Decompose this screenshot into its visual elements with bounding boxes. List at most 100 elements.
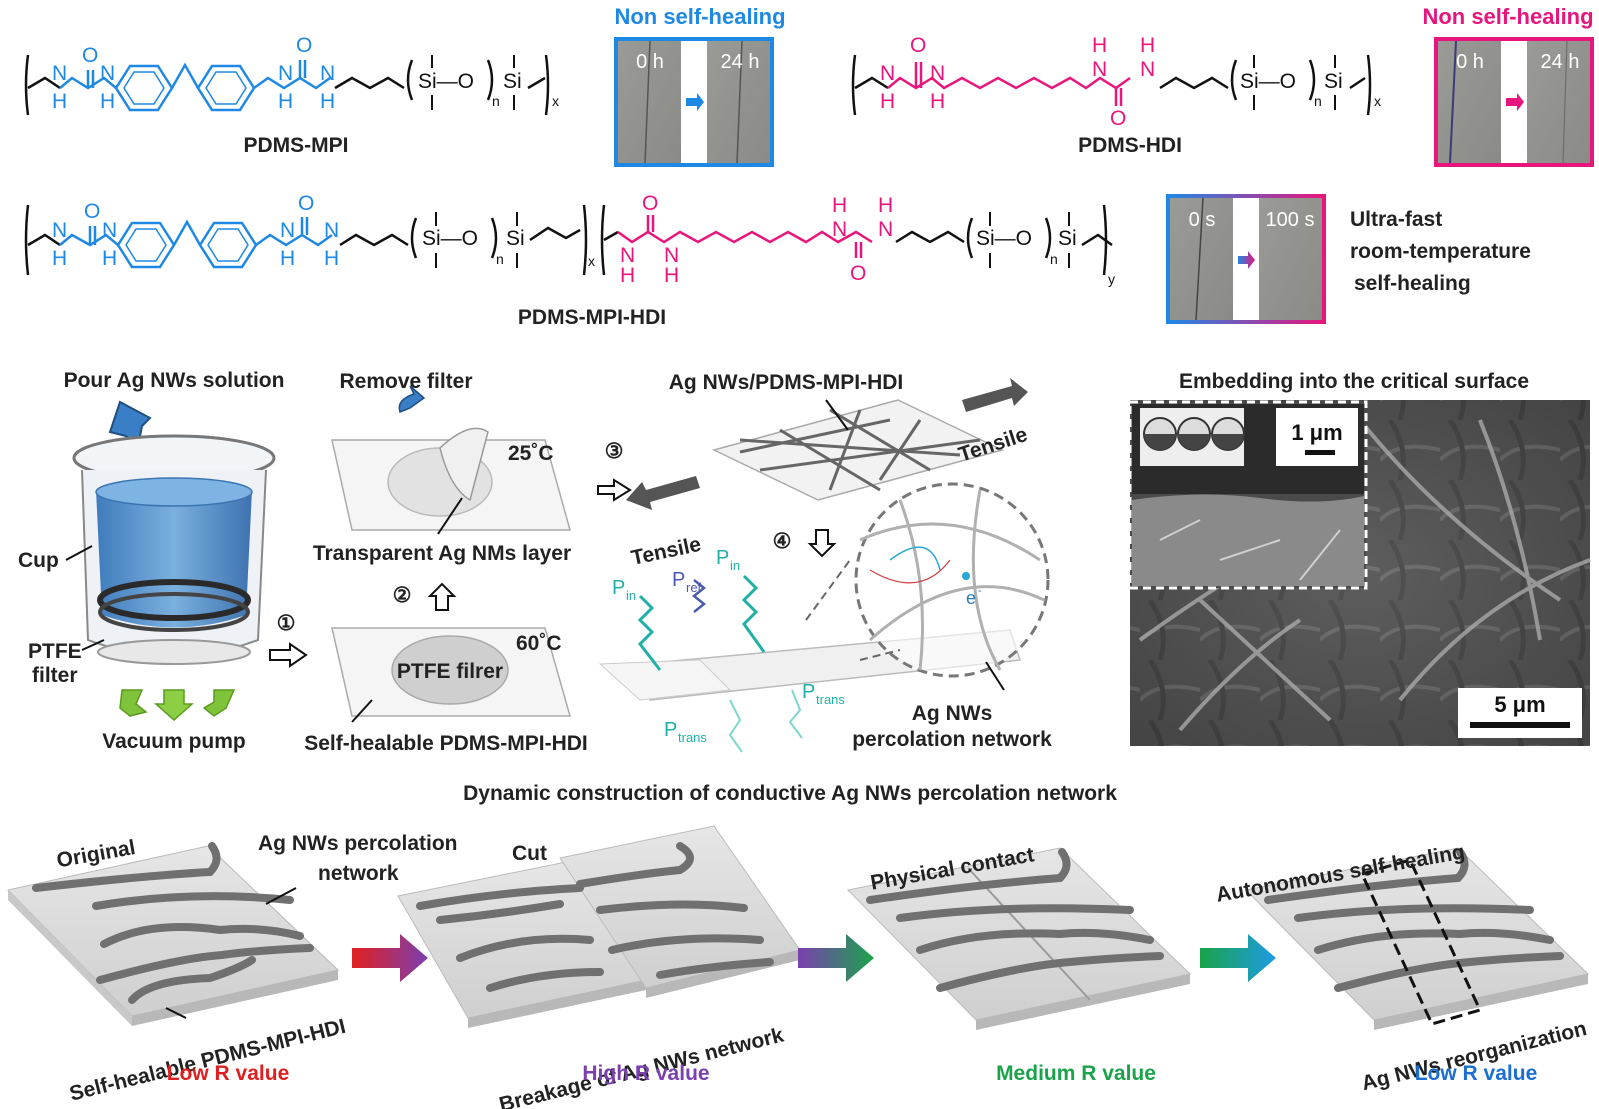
transparent-layer-label: Transparent Ag NMs layer (313, 542, 571, 565)
p-trans-label: P (664, 719, 677, 741)
pdms-hdi-structure: N H O N H H N O H N Si—O n Si x PDMS-HDI (851, 34, 1381, 157)
atom-o: O (850, 262, 866, 285)
mpi-before-label: 0 h (636, 51, 664, 73)
mpi-healing-photo: Non self-healing 0 h 24 h (614, 4, 786, 167)
step-3: ③ (605, 440, 624, 463)
network-label-line1: Ag NWs (912, 702, 993, 725)
atom-n: N (832, 218, 847, 241)
transition-arrow-icon (352, 934, 428, 982)
co-desc-line3: self-healing (1354, 272, 1471, 295)
r-value-low-2: Low R value (1415, 1062, 1538, 1085)
network-label-line2: percolation network (852, 728, 1052, 751)
atom-o: O (296, 34, 312, 57)
fabrication-steps: Remove filter 25˚C Transparent Ag NMs la… (269, 370, 632, 755)
sem-image: Embedding into the critical surface (1128, 370, 1591, 746)
atom-o: O (642, 192, 658, 215)
panel-self-healing: Autonomous self-healing Ag NWs reorganiz… (1214, 840, 1590, 1095)
subscript-x: x (588, 253, 595, 269)
atom-n: N (930, 62, 945, 85)
svg-text:-: - (978, 585, 982, 597)
remove-filter-label: Remove filter (339, 370, 472, 393)
network-label-line1: Ag NWs percolation (258, 832, 458, 855)
atom-h: H (52, 90, 67, 113)
tensile-right-label: Tensile (956, 423, 1030, 467)
atom-n: N (878, 218, 893, 241)
main-scale-label: 5 μm (1494, 692, 1545, 717)
down-arrow-icon (807, 529, 837, 558)
co-before-label: 0 s (1189, 209, 1216, 231)
tensile-arrow-icon (962, 378, 1028, 412)
step-1: ① (277, 612, 296, 635)
atom-h: H (324, 247, 339, 270)
right-arrow-icon (269, 642, 308, 668)
fabrication-cup: Pour Ag NWs solution Cup PTFE filter Vac… (18, 369, 284, 753)
atom-o: O (298, 192, 314, 215)
temp-25-label: 25˚C (508, 442, 554, 465)
dynamic-title: Dynamic construction of conductive Ag NW… (463, 782, 1117, 805)
panel-original: Original Ag NWs percolation network Self… (7, 832, 458, 1106)
atom-h: H (664, 264, 679, 287)
panel-cut: Cut Breakage of Ag NWs network High R va… (397, 825, 801, 1109)
p-in-label: P (716, 547, 729, 569)
arrow-right-icon (1238, 251, 1255, 269)
subscript-n: n (1314, 93, 1322, 109)
atom-si: Si (1058, 227, 1077, 250)
atom-n: N (280, 219, 295, 242)
si-o-unit: Si—O (1240, 70, 1296, 93)
subscript-x: x (552, 93, 559, 109)
p-trans-subscript: trans (678, 730, 707, 745)
arrow-right-icon (1506, 93, 1524, 111)
p-in-label: P (612, 577, 625, 599)
self-healable-label: Self-healable PDMS-MPI-HDI (304, 732, 588, 755)
cut-label: Cut (512, 842, 547, 865)
arrow-right-icon (686, 93, 704, 111)
pdms-mpi-hdi-label: PDMS-MPI-HDI (518, 306, 666, 329)
remove-arrow-icon (398, 385, 426, 413)
co-desc-line2: room-temperature (1350, 240, 1531, 263)
pdms-mpi-label: PDMS-MPI (244, 134, 349, 157)
substrate-label: Self-healable PDMS-MPI-HDI (67, 1015, 348, 1106)
panel-contact: Physical contact Medium R value (846, 843, 1192, 1085)
sem-title: Embedding into the critical surface (1179, 370, 1529, 393)
mpi-after-label: 24 h (721, 51, 760, 73)
temp-60-label: 60˚C (516, 632, 562, 655)
vacuum-label: Vacuum pump (102, 730, 246, 753)
hdi-healing-photo: Non self-healing 0 h 24 h (1422, 4, 1594, 167)
atom-o: O (84, 200, 100, 223)
p-trans-subscript: trans (816, 692, 845, 707)
electron-label: e (966, 588, 976, 608)
transition-arrow-icon (798, 934, 874, 982)
p-ref-subscript: ref (686, 580, 702, 595)
atom-si: Si (506, 227, 525, 250)
mpi-heal-title: Non self-healing (614, 4, 785, 29)
atom-o: O (82, 44, 98, 67)
inset-scale-label: 1 μm (1291, 420, 1342, 445)
transmitted-light-icon (788, 689, 803, 739)
optical-film-scheme: Ag NWs/PDMS-MPI-HDI Tensile Tensile ④ (598, 371, 1052, 753)
subscript-n: n (1050, 251, 1058, 267)
copolymer-healing-photo: 0 s 100 s Ultra-fast room-temperature se… (1166, 194, 1531, 324)
right-arrow-icon (597, 478, 632, 502)
film-label: Ag NWs/PDMS-MPI-HDI (669, 371, 904, 394)
atom-o: O (1110, 107, 1126, 130)
atom-n: N (100, 62, 115, 85)
pdms-mpi-structure: N H O N H N H O N H Si—O n Si x PDMS-MPI (24, 34, 559, 157)
atom-n: N (52, 62, 67, 85)
transition-arrow-icon (1200, 934, 1276, 982)
atom-n: N (1140, 58, 1155, 81)
p-in-subscript: in (730, 558, 740, 573)
subscript-x: x (1374, 93, 1381, 109)
step-2: ② (393, 584, 412, 607)
atom-n: N (880, 62, 895, 85)
transmitted-light-icon (728, 699, 743, 753)
reflected-light-icon (691, 579, 707, 613)
si-o-unit: Si—O (418, 70, 474, 93)
ptfe-label-line2: filter (32, 664, 78, 687)
r-value-low: Low R value (167, 1062, 290, 1085)
hdi-before-label: 0 h (1456, 51, 1484, 73)
pdms-hdi-label: PDMS-HDI (1078, 134, 1182, 157)
atom-n: N (620, 244, 635, 267)
subscript-y: y (1108, 271, 1115, 287)
atom-h: H (100, 90, 115, 113)
